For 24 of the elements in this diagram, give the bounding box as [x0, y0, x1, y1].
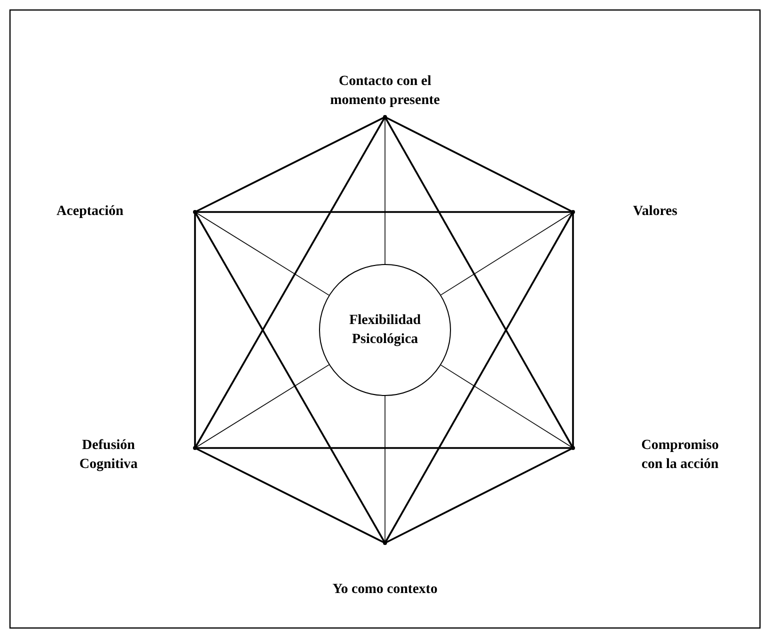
vertex-label: Compromiso con la acción	[640, 437, 720, 474]
connector-line	[384, 212, 574, 544]
connector-line	[194, 447, 386, 544]
connector-line	[440, 212, 574, 296]
connector-line	[194, 364, 330, 448]
connector-line	[384, 116, 574, 213]
connector-line	[194, 212, 196, 448]
vertex-label: Aceptación	[56, 203, 124, 221]
connector-line	[384, 447, 574, 544]
vertex-label: Contacto con el momento presente	[329, 73, 441, 110]
connector-line	[384, 116, 574, 448]
connector-line	[195, 447, 573, 449]
connector-line	[194, 212, 386, 544]
connector-line	[194, 116, 386, 213]
connector-line	[572, 212, 574, 448]
vertex-label: Yo como contexto	[332, 581, 438, 599]
connector-line	[384, 396, 386, 544]
vertex-label: Defusión Cognitiva	[78, 437, 139, 474]
connector-line	[195, 211, 573, 213]
connector-line	[440, 364, 574, 448]
connector-line	[384, 116, 386, 264]
connector-line	[194, 212, 330, 296]
connector-line	[194, 116, 386, 448]
circle-label: Flexibilidad Psicológica	[348, 312, 422, 349]
